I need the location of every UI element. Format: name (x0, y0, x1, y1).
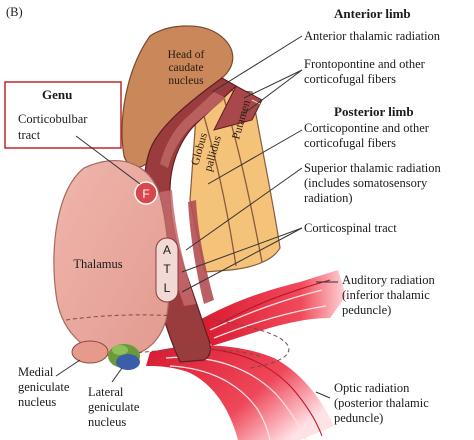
corticospinal-label: Corticospinal tract (304, 221, 397, 235)
auditory-label-3: peduncle) (342, 303, 391, 317)
optic-label-2: (posterior thalamic (334, 396, 429, 410)
genu-box: Genu Corticobulbar tract (4, 81, 122, 149)
anterior-limb-heading: Anterior limb (334, 6, 411, 21)
auditory-label-2: (inferior thalamic (342, 288, 430, 302)
anterior-thalamic-label: Anterior thalamic radiation (304, 29, 441, 43)
posterior-limb-heading: Posterior limb (334, 104, 414, 119)
medial-geniculate-leader (55, 359, 81, 377)
medial-geniculate-label-1: Medial (18, 365, 54, 379)
svg-text:tract: tract (18, 128, 41, 142)
lateral-geniculate-leader (111, 367, 123, 383)
svg-text:L: L (164, 281, 171, 295)
panel-letter: (B) (6, 5, 23, 19)
corticopontine-label-1: Corticopontine and other (304, 121, 430, 135)
optic-label-1: Optic radiation (334, 381, 410, 395)
lateral-geniculate-nucleus (108, 344, 140, 370)
optic-label-3: peduncle) (334, 411, 383, 425)
leader-lines (181, 35, 338, 399)
svg-text:T: T (163, 262, 171, 276)
superior-thalamic-label-1: Superior thalamic radiation (304, 161, 442, 175)
lateral-geniculate-label-3: nucleus (88, 415, 126, 429)
fiber-letter-ATL: A T L (155, 237, 179, 303)
putamen-region (189, 87, 281, 273)
fiber-letter-F: F (134, 181, 158, 205)
lateral-geniculate-label-2: geniculate (88, 400, 140, 414)
superior-thalamic-label-3: radiation) (304, 191, 353, 205)
optic-radiation-fan (146, 345, 334, 440)
medial-geniculate-label-2: geniculate (18, 380, 70, 394)
genu-leader (75, 135, 141, 185)
auditory-radiation-fan (196, 270, 346, 346)
caudate-label-2: caudate (168, 62, 203, 74)
caudate-label-3: nucleus (168, 75, 204, 87)
caudate-label-1: Head of (168, 49, 205, 61)
frontopontine-label-2: corticofugal fibers (304, 72, 396, 86)
corticopontine-label-2: corticofugal fibers (304, 136, 396, 150)
thalamus-label: Thalamus (73, 257, 122, 271)
lateral-geniculate-label-1: Lateral (88, 385, 124, 399)
svg-text:F: F (142, 187, 149, 201)
superior-thalamic-label-2: (includes somatosensory (304, 176, 428, 190)
auditory-label-1: Auditory radiation (342, 273, 435, 287)
medial-geniculate-label-3: nucleus (18, 395, 56, 409)
thalamus (53, 160, 170, 358)
svg-text:Genu: Genu (42, 87, 72, 102)
medial-geniculate-nucleus (71, 340, 109, 364)
svg-text:Corticobulbar: Corticobulbar (18, 112, 88, 126)
frontopontine-label-1: Frontopontine and other (304, 57, 426, 71)
svg-text:A: A (163, 243, 171, 257)
